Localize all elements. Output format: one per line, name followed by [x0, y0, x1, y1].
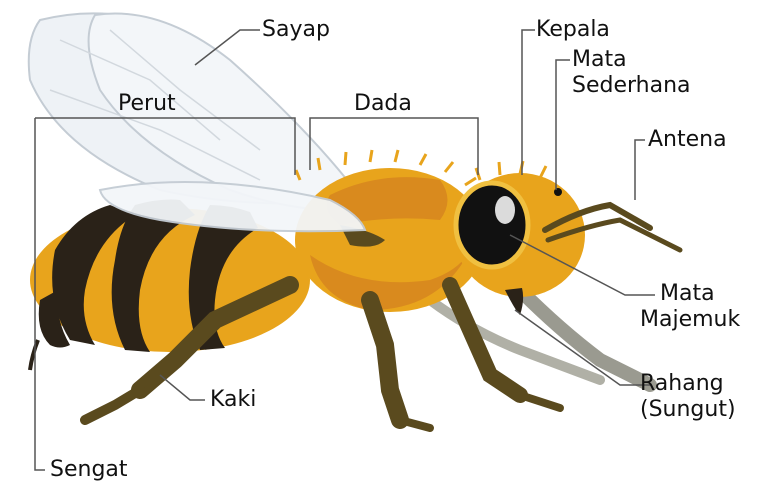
- compound-eye: [456, 183, 528, 267]
- label-antena: Antena: [648, 128, 727, 152]
- head: [455, 161, 585, 315]
- label-sayap: Sayap: [262, 18, 330, 42]
- label-rahang-line1: Rahang: [640, 372, 724, 396]
- label-mata-sederhana-line1: Mata: [572, 48, 627, 72]
- label-kaki: Kaki: [210, 388, 256, 412]
- label-mata-majemuk-line2: Majemuk: [640, 308, 740, 332]
- label-perut: Perut: [118, 92, 176, 116]
- label-dada: Dada: [354, 92, 412, 116]
- label-mata-majemuk-line1: Mata: [660, 282, 715, 306]
- label-kepala: Kepala: [536, 18, 610, 42]
- label-sengat: Sengat: [50, 458, 128, 482]
- label-mata-sederhana-line2: Sederhana: [572, 74, 691, 98]
- label-rahang-line2: (Sungut): [640, 398, 736, 422]
- simple-eye: [554, 188, 562, 196]
- mandible: [505, 288, 523, 315]
